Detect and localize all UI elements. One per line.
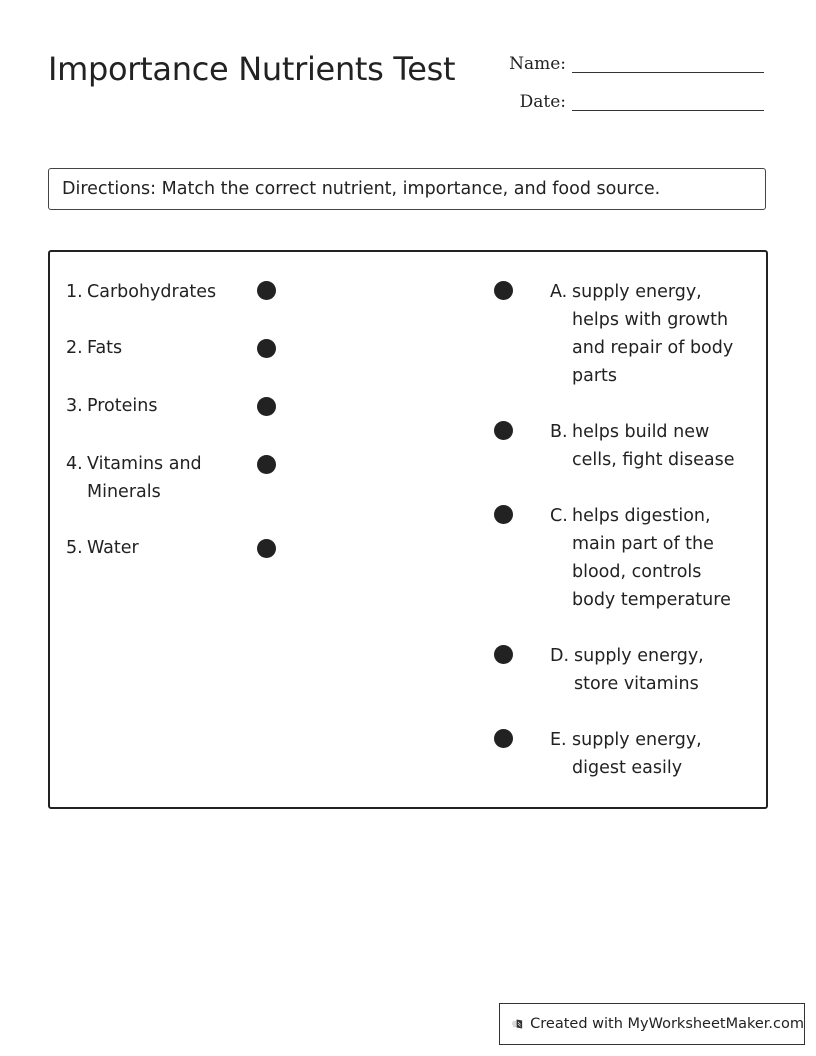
item-letter: C. bbox=[550, 506, 568, 526]
right-match-dot-c[interactable] bbox=[494, 505, 513, 524]
worksheet-logo-icon bbox=[512, 1019, 523, 1029]
item-text: supply energy, helps with growth and rep… bbox=[572, 282, 734, 386]
left-match-dot-4[interactable] bbox=[257, 455, 276, 474]
nutrient-item-4: 4.Vitamins and Minerals bbox=[66, 450, 217, 506]
item-text: Carbohydrates bbox=[87, 282, 217, 302]
item-number: 4. bbox=[66, 454, 83, 474]
nutrient-item-5: 5.Water bbox=[66, 534, 139, 562]
item-text: Water bbox=[87, 538, 139, 558]
right-match-dot-a[interactable] bbox=[494, 281, 513, 300]
importance-item-c: C.helps digestion, main part of the bloo… bbox=[550, 502, 744, 614]
name-field: Name: bbox=[500, 54, 764, 74]
date-label: Date: bbox=[519, 92, 566, 112]
item-letter: A. bbox=[550, 282, 568, 302]
item-letter: B. bbox=[550, 422, 568, 442]
left-match-dot-2[interactable] bbox=[257, 339, 276, 358]
left-match-dot-1[interactable] bbox=[257, 281, 276, 300]
item-letter: E. bbox=[550, 730, 567, 750]
item-letter: D. bbox=[550, 646, 570, 666]
directions-box: Directions: Match the correct nutrient, … bbox=[48, 168, 766, 210]
footer-credit[interactable]: Created with MyWorksheetMaker.com bbox=[499, 1003, 805, 1045]
date-line[interactable] bbox=[572, 109, 764, 111]
footer-text: Created with MyWorksheetMaker.com bbox=[530, 1016, 804, 1032]
date-field: Date: bbox=[500, 92, 764, 112]
item-text: Vitamins and Minerals bbox=[87, 454, 202, 502]
nutrient-item-2: 2.Fats bbox=[66, 334, 122, 362]
importance-item-d: D.supply energy, store vitamins bbox=[550, 642, 724, 698]
left-match-dot-5[interactable] bbox=[257, 539, 276, 558]
item-text: helps digestion, main part of the blood,… bbox=[572, 506, 731, 610]
importance-item-a: A.supply energy, helps with growth and r… bbox=[550, 278, 747, 390]
left-match-dot-3[interactable] bbox=[257, 397, 276, 416]
right-match-dot-e[interactable] bbox=[494, 729, 513, 748]
importance-item-e: E.supply energy, digest easily bbox=[550, 726, 722, 782]
item-text: Fats bbox=[87, 338, 123, 358]
item-number: 5. bbox=[66, 538, 83, 558]
item-number: 3. bbox=[66, 396, 83, 416]
item-text: supply energy, digest easily bbox=[572, 730, 702, 778]
nutrient-item-3: 3.Proteins bbox=[66, 392, 157, 420]
importance-item-b: B.helps build new cells, fight disease bbox=[550, 418, 744, 474]
name-line[interactable] bbox=[572, 71, 764, 73]
item-text: helps build new cells, fight disease bbox=[572, 422, 735, 470]
right-match-dot-b[interactable] bbox=[494, 421, 513, 440]
right-match-dot-d[interactable] bbox=[494, 645, 513, 664]
page-title: Importance Nutrients Test bbox=[48, 50, 456, 88]
item-text: supply energy, store vitamins bbox=[574, 646, 704, 694]
item-text: Proteins bbox=[87, 396, 158, 416]
matching-section: 1.Carbohydrates 2.Fats 3.Proteins 4.Vita… bbox=[48, 250, 768, 809]
nutrient-item-1: 1.Carbohydrates bbox=[66, 278, 216, 306]
name-label: Name: bbox=[509, 54, 566, 74]
item-number: 2. bbox=[66, 338, 83, 358]
item-number: 1. bbox=[66, 282, 83, 302]
